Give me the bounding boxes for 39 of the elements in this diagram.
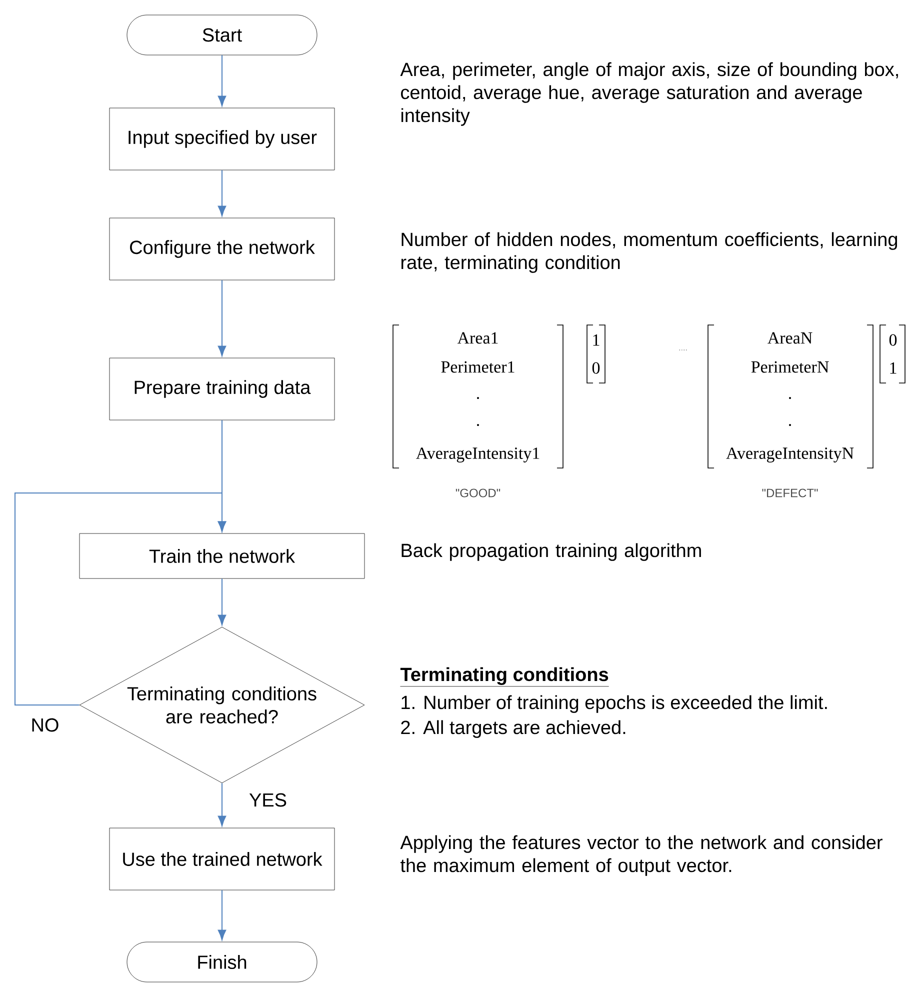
annotation-text: Back propagation training algorithm [402,543,701,561]
process-box: Use the trained network [109,828,335,890]
matrix-entry: Perimeter1 [441,361,514,373]
matrix-entry: Area1 [457,332,498,344]
matrix-entry: PerimeterN [751,361,829,373]
list-item: 2. All targets are achieved. [401,720,626,738]
process-box: Input specified by user [109,108,335,170]
matrix-entry: . [477,397,480,399]
arrow [218,170,226,216]
matrix-entry: . [477,424,480,426]
vector-entry: 0 [592,362,600,374]
annotation-text: Number of hidden nodes, momentum coefficients, learning rate, terminating condition [401,232,898,273]
arrow [14,492,226,706]
matrix-entry: AreaN [768,332,812,344]
decision-diamond [79,626,365,784]
arrow [218,280,226,356]
process-box: Train the network [79,533,365,579]
matrix-entry: AverageIntensityN [726,448,854,462]
annotation-text: Area, perimeter, angle of major axis, size of bounding box, centoid, average hue, average saturation and average intensity [400,62,898,126]
class-label: "GOOD" [456,488,500,498]
process-box: Configure the network [109,218,335,280]
process-box: Prepare training data [109,358,335,420]
arrow [218,578,226,626]
vector-entry: 1 [890,362,896,374]
arrow [218,782,226,826]
matrix-entry: . [789,424,792,426]
edge-label: NO [32,718,58,732]
list-item: 1. Number of training epochs is exceeded the limit. [402,695,827,713]
arrow [218,890,226,940]
node-text: Terminating conditions are reached? [127,686,316,724]
vector-entry: 0 [889,334,897,346]
class-label: "DEFECT" [762,488,818,498]
heading-text: Terminating conditions [400,667,610,687]
matrix-entry: . [789,397,792,399]
arrow [218,54,226,106]
annotation-text: Applying the features vector to the network and consider the maximum element of output vector. [400,835,882,876]
matrix-entry: AverageIntensity1 [416,448,540,462]
edge-label: YES [249,793,286,807]
vector-entry: 1 [593,334,600,346]
